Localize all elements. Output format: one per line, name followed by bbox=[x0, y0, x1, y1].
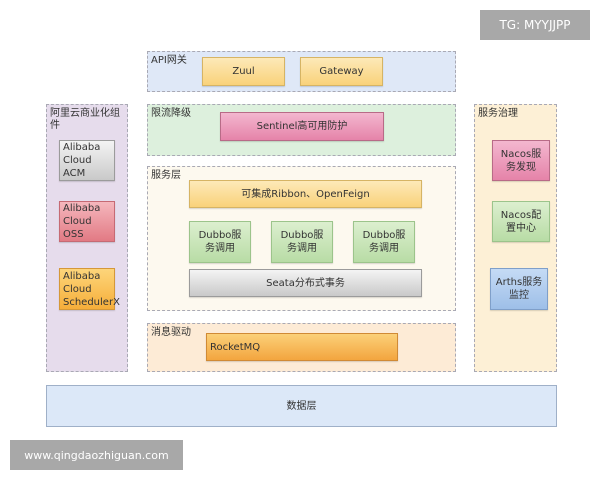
dubbo-call-node-3: Dubbo服务调用 bbox=[353, 221, 415, 263]
seata-transaction-node: Seata分布式事务 bbox=[189, 269, 422, 297]
ribbon-openfeign-node: 可集成Ribbon、OpenFeign bbox=[189, 180, 422, 208]
watermark-url: www.qingdaozhiguan.com bbox=[10, 440, 183, 470]
nacos-discovery-node: Nacos服务发现 bbox=[492, 140, 550, 181]
service-layer-label: 服务层 bbox=[151, 170, 181, 181]
zuul-node: Zuul bbox=[202, 57, 285, 86]
rocketmq-node: RocketMQ bbox=[206, 333, 398, 361]
sentinel-node: Sentinel高可用防护 bbox=[220, 112, 384, 141]
api-gateway-label: API网关 bbox=[151, 55, 187, 66]
alibaba-cloud-acm-node: Alibaba Cloud ACM bbox=[59, 140, 115, 181]
nacos-config-node: Nacos配置中心 bbox=[492, 201, 550, 242]
data-layer: 数据层 bbox=[46, 385, 557, 427]
alibaba-commercial-label: 阿里云商业化组件 bbox=[50, 108, 120, 131]
arths-monitor-node: Arths服务监控 bbox=[490, 268, 548, 310]
watermark-tg: TG: MYYJJPP bbox=[480, 10, 590, 40]
service-governance-label: 服务治理 bbox=[478, 108, 518, 119]
dubbo-call-node-1: Dubbo服务调用 bbox=[189, 221, 251, 263]
dubbo-call-node-2: Dubbo服务调用 bbox=[271, 221, 333, 263]
alibaba-cloud-schedulerx-node: Alibaba Cloud SchedulerX bbox=[59, 268, 120, 310]
gateway-node: Gateway bbox=[300, 57, 383, 86]
message-driven-label: 消息驱动 bbox=[151, 327, 191, 338]
rate-limit-label: 限流降级 bbox=[151, 108, 191, 119]
alibaba-cloud-oss-node: Alibaba Cloud OSS bbox=[59, 201, 115, 242]
